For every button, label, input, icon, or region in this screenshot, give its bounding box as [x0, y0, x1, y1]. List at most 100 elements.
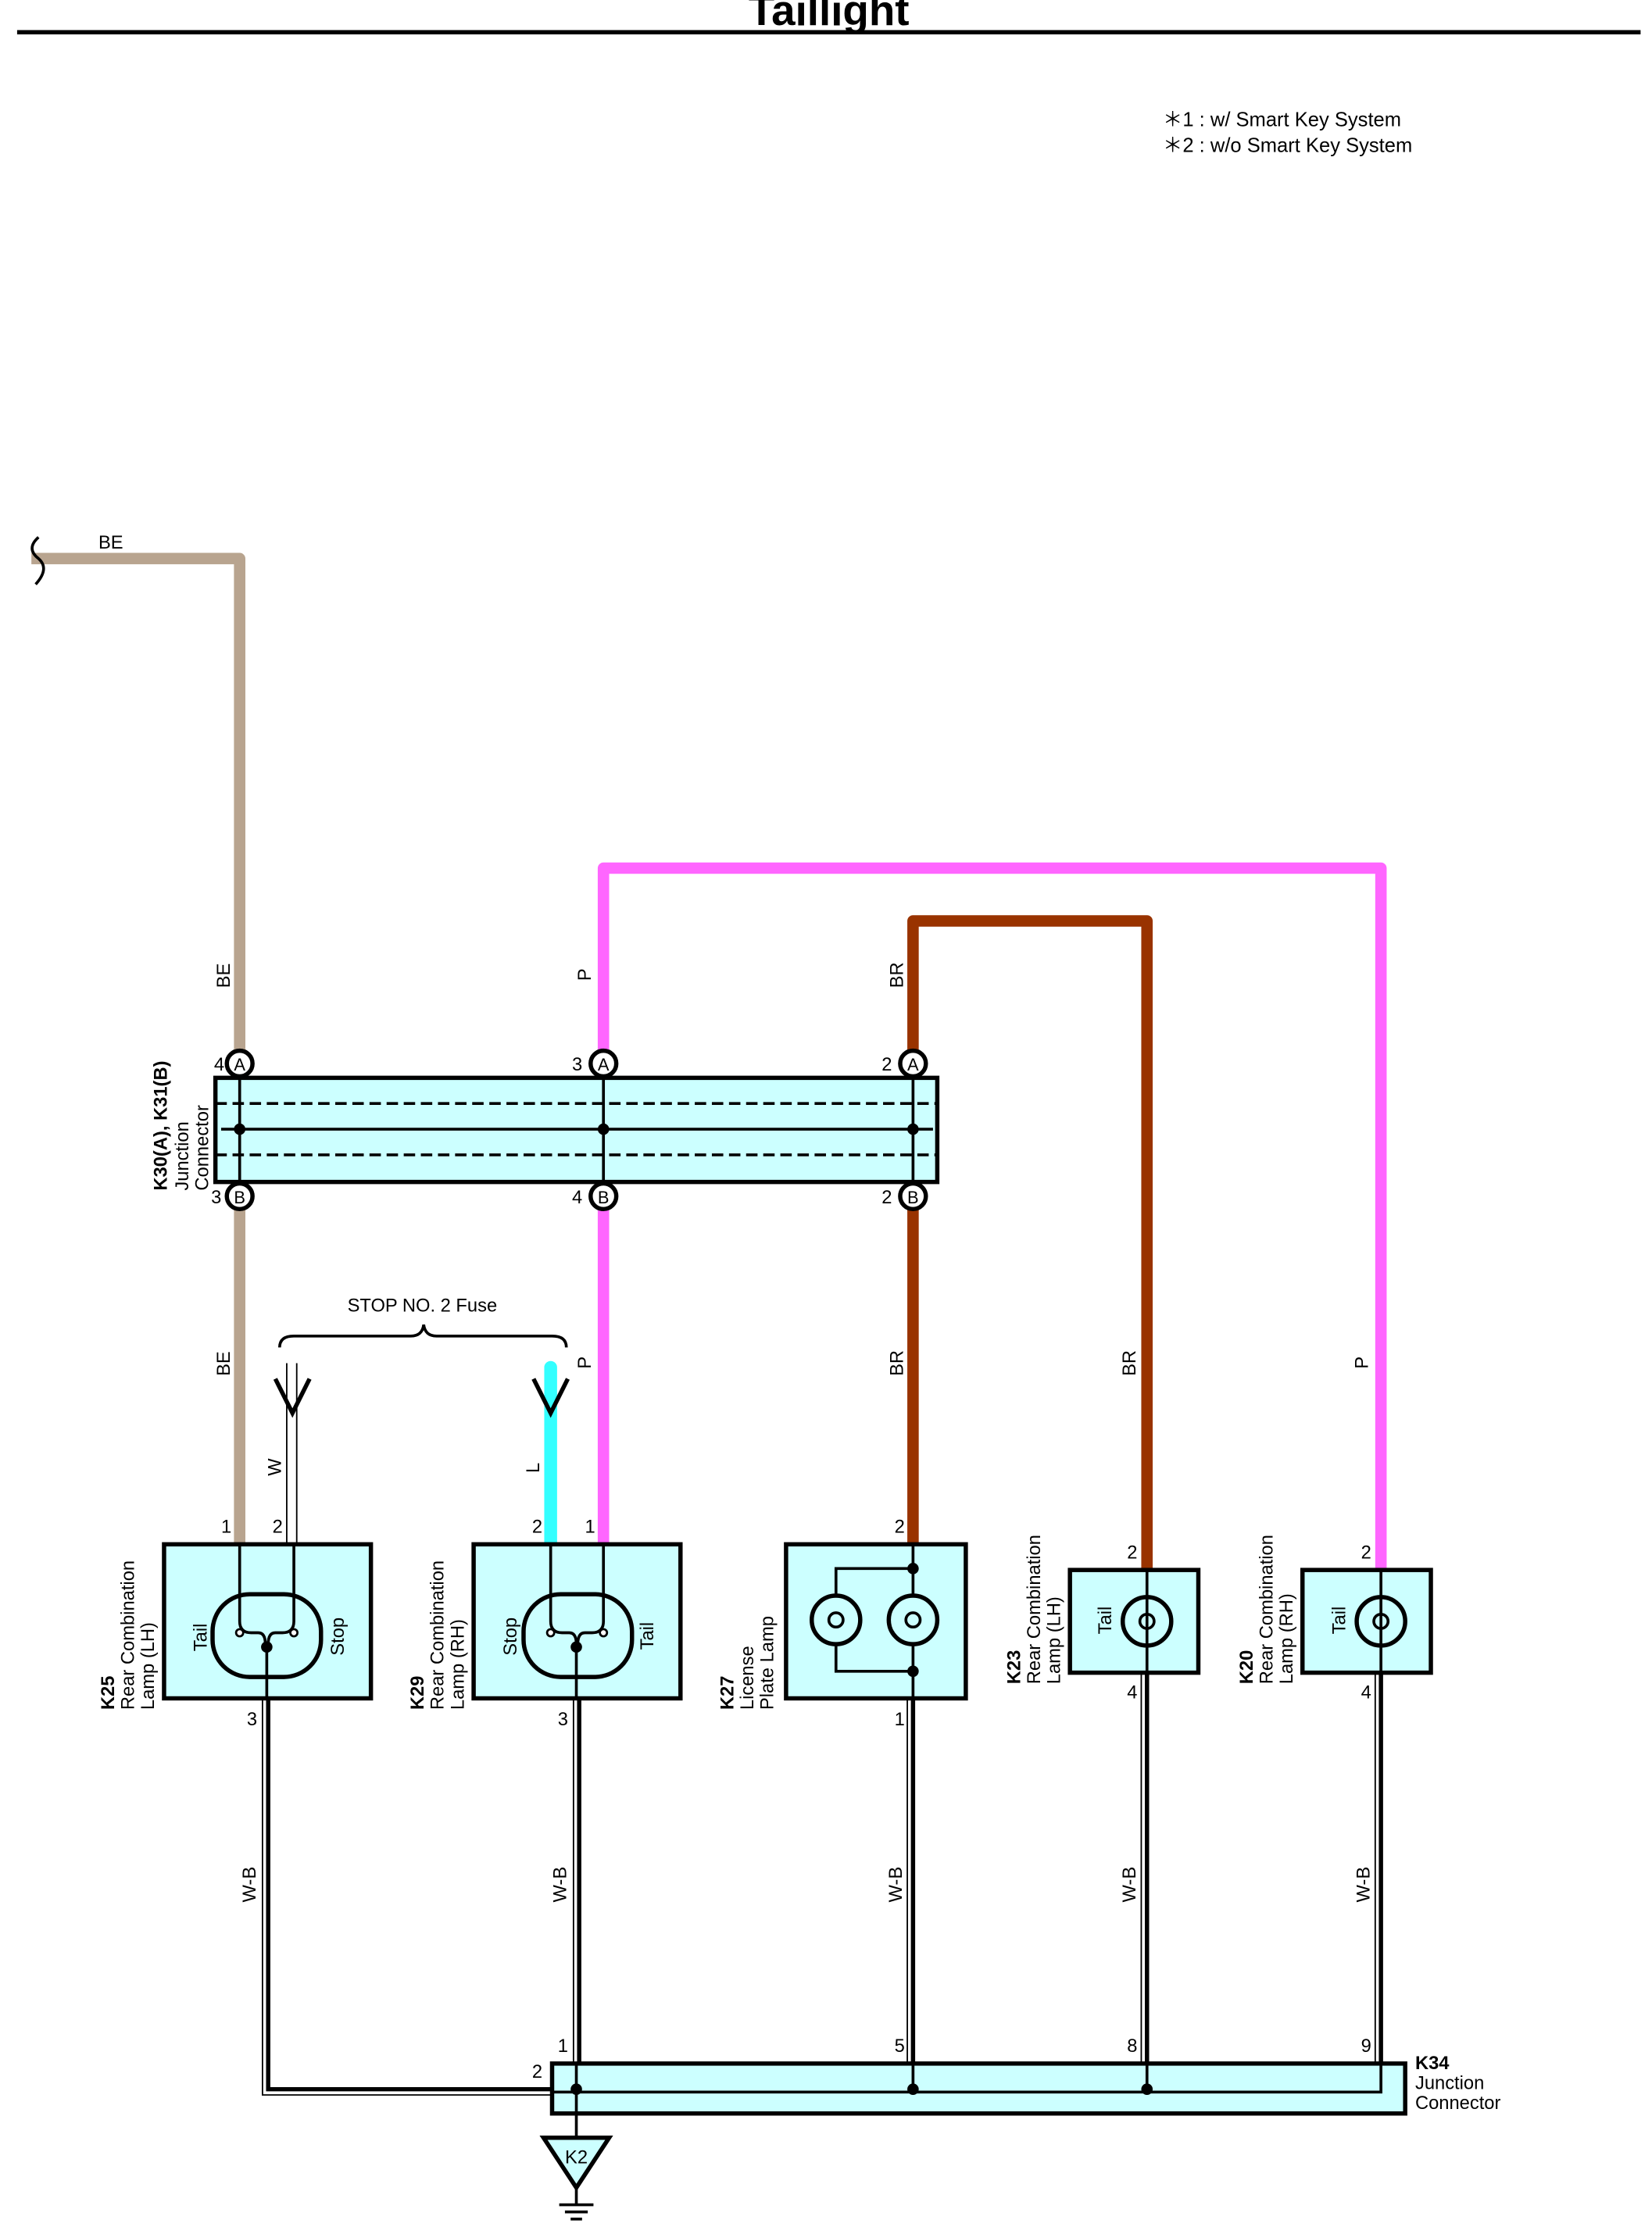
- connector-letter-a-3: A: [907, 1055, 919, 1074]
- component-name-line1: Rear Combination: [119, 1560, 139, 1710]
- pin-label: 2: [273, 1517, 283, 1538]
- wires: [31, 552, 1387, 1571]
- component-name-line1: Junction: [1415, 2074, 1484, 2094]
- pin-label: 2: [532, 1517, 542, 1538]
- junction-connector-k34: 2 1 5 8 9 K34 Junction Connector: [532, 2036, 1500, 2116]
- wire-p-loop: [597, 862, 1387, 1571]
- wire-br-loop: [907, 915, 1153, 1571]
- pin-label: 2: [895, 1517, 905, 1538]
- component-code: K27: [717, 1676, 738, 1710]
- junction-k30-pins: 4 3 2 3 4 2: [211, 1055, 892, 1208]
- pin-label: 1: [585, 1517, 595, 1538]
- wire-label-br-upper: BR: [888, 962, 908, 988]
- wire-label-be-top: BE: [98, 533, 123, 553]
- wire-label-l: L: [524, 1463, 544, 1473]
- pin-label: 2: [532, 2062, 542, 2082]
- bulb-filament-icon: [549, 1596, 578, 1645]
- component-code: K30(A), K31(B): [152, 1061, 172, 1191]
- pin-label: 5: [895, 2036, 905, 2057]
- wire-label-wb-k25: W-B: [240, 1867, 260, 1903]
- component-k23: Tail 2 4 K23 Rear Combination Lamp (LH): [1004, 1535, 1201, 1703]
- wire-wb-k29: [572, 1698, 581, 2064]
- component-name-line2: Lamp (RH): [448, 1619, 468, 1710]
- pin-label: 4: [214, 1055, 224, 1075]
- component-name-line1: License: [738, 1646, 758, 1710]
- pin-label: 2: [1127, 1543, 1137, 1564]
- pin-label: 1: [558, 2036, 568, 2057]
- connector-circles: A A A B B B: [224, 1048, 928, 1212]
- wire-label-p-k20: P: [1353, 1357, 1373, 1369]
- wire-label-wb-k20: W-B: [1354, 1867, 1375, 1903]
- component-k20: Tail 2 4 K20 Rear Combination Lamp (RH): [1237, 1535, 1433, 1703]
- ground-label: K2: [565, 2148, 588, 2168]
- function-label: Tail: [191, 1624, 212, 1652]
- wire-wb-k25: [261, 1698, 554, 2096]
- note-smart-key: ＊1 : w/ Smart Key System: [1163, 109, 1401, 131]
- wire-label-w: W: [266, 1458, 286, 1476]
- connector-letter-b-3: B: [907, 1188, 919, 1207]
- fuse-label: STOP NO. 2 Fuse: [348, 1296, 498, 1317]
- wire-label-be-upper: BE: [214, 963, 234, 988]
- function-label: Tail: [1096, 1607, 1116, 1635]
- wire-labels: BE BE BE P P P BR BR BR W L W-B W-B W-B …: [98, 533, 1375, 1902]
- bulb-filament-icon: [238, 1596, 267, 1645]
- bulb-icon: [886, 1593, 940, 1646]
- wire-label-wb-k23: W-B: [1120, 1867, 1140, 1903]
- wire-wb-k20: [1374, 1672, 1383, 2064]
- wire-be-upper: [31, 552, 245, 1064]
- component-name-line1: Rear Combination: [428, 1560, 449, 1710]
- component-name-line2: Lamp (LH): [1044, 1596, 1064, 1684]
- connector-letter-b-1: B: [234, 1188, 245, 1207]
- bulb-icon: [810, 1593, 863, 1646]
- connector-letter-a-1: A: [234, 1055, 245, 1074]
- component-name-line2: Lamp (RH): [1277, 1593, 1297, 1684]
- pin-label: 9: [1361, 2036, 1371, 2057]
- ground-k2: K2: [539, 2113, 613, 2221]
- function-label: Stop: [501, 1618, 521, 1656]
- wire-label-be-lower: BE: [214, 1351, 234, 1376]
- pin-label: 2: [1361, 1543, 1371, 1564]
- component-name-line1: Rear Combination: [1024, 1535, 1045, 1684]
- pin-label: 3: [572, 1055, 582, 1075]
- pin-label: 4: [572, 1188, 582, 1208]
- component-k25: Tail Stop 1 2 3 K25 Rear Combination Lam…: [98, 1517, 374, 1730]
- component-name-line1: Junction: [173, 1121, 193, 1190]
- wire-break-symbol: [30, 536, 45, 585]
- connector-letter-a-2: A: [598, 1055, 610, 1074]
- wire-w: [286, 1363, 298, 1545]
- component-k27: 2 1 K27 License Plate Lamp: [717, 1517, 968, 1730]
- component-name-line2: Lamp (LH): [138, 1622, 159, 1710]
- wire-label-br-k23: BR: [1120, 1350, 1140, 1376]
- wire-label-p-lower: P: [575, 1357, 595, 1369]
- pin-label: 4: [1361, 1682, 1371, 1703]
- component-code: K25: [98, 1676, 119, 1710]
- fuse-brace: [277, 1324, 568, 1348]
- pin-label: 2: [881, 1188, 892, 1208]
- function-label: Tail: [638, 1622, 658, 1650]
- component-code: K23: [1004, 1650, 1024, 1685]
- wire-label-wb-k29: W-B: [551, 1867, 571, 1903]
- fuse-arrow-l: [531, 1378, 570, 1418]
- connector-letter-b-2: B: [598, 1188, 610, 1207]
- component-code: K34: [1415, 2054, 1450, 2074]
- component-name-line2: Connector: [193, 1105, 213, 1191]
- pin-label: 3: [211, 1188, 221, 1208]
- pin-label: 4: [1127, 1682, 1137, 1703]
- pin-label: 3: [558, 1710, 568, 1730]
- wires-wb: [261, 1672, 1383, 2096]
- page-title: Taillight: [749, 0, 910, 34]
- wire-label-wb-k27: W-B: [886, 1867, 906, 1903]
- wire-wb-k27: [906, 1698, 916, 2064]
- note-no-smart-key: ＊2 : w/o Smart Key System: [1163, 135, 1412, 157]
- component-name-line1: Rear Combination: [1257, 1535, 1277, 1684]
- pin-label: 2: [881, 1055, 892, 1075]
- junction-connector-k30-k31: [213, 1075, 940, 1185]
- component-name-line2: Plate Lamp: [757, 1616, 778, 1710]
- component-code: K29: [408, 1676, 428, 1710]
- wire-wb-k23: [1140, 1672, 1150, 2064]
- function-label: Stop: [328, 1618, 349, 1656]
- pin-label: 1: [895, 1710, 905, 1730]
- wire-label-p-upper: P: [575, 968, 595, 981]
- fuse-arrow-w: [273, 1378, 312, 1418]
